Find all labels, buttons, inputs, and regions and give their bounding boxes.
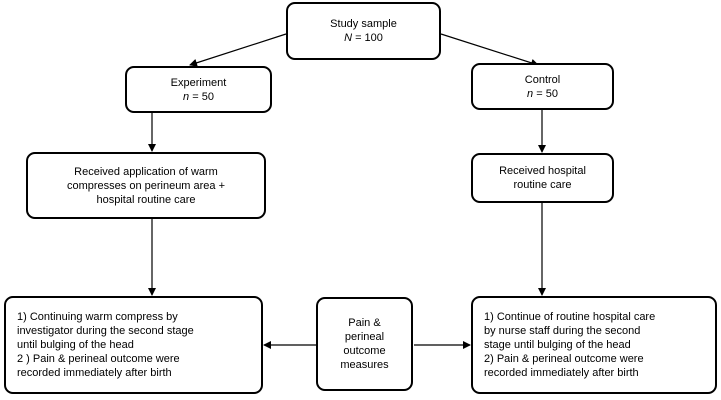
control-outcome-line: 1) Continue of routine hospital care xyxy=(484,311,656,323)
control-outcome-line: 2) Pain & perineal outcome were xyxy=(484,353,644,365)
experiment-group-count: n = 50 xyxy=(183,90,214,103)
experiment-outcome-line: until bulging of the head xyxy=(17,339,134,351)
control-outcome-line: stage until bulging of the head xyxy=(484,339,631,351)
experiment-outcome-box: 1) Continuing warm compress by investiga… xyxy=(4,296,263,394)
pain-outcome-measures-box: Pain & perineal outcome measures xyxy=(316,297,413,391)
experiment-group-title: Experiment xyxy=(170,76,227,89)
control-group-count: n = 50 xyxy=(527,87,558,100)
experiment-outcome-line: 2 ) Pain & perineal outcome were xyxy=(17,353,180,365)
arrow-sample-to-control xyxy=(440,33,539,67)
control-outcome-line: by nurse staff during the second xyxy=(484,325,641,337)
control-group-title: Control xyxy=(524,73,561,86)
arrow-sample-to-experiment xyxy=(189,33,287,67)
experiment-intervention-line: Received application of warm xyxy=(74,165,218,178)
control-outcome-line: recorded immediately after birth xyxy=(484,367,639,379)
study-sample-title: Study sample xyxy=(330,18,397,30)
control-group-box: Control n = 50 xyxy=(471,63,614,110)
measures-line: outcome xyxy=(343,345,386,357)
study-sample-box: Study sample N = 100 xyxy=(286,2,441,60)
control-intervention-line: Received hospital xyxy=(499,165,586,177)
measures-line: measures xyxy=(340,359,389,371)
control-outcome-box: 1) Continue of routine hospital care by … xyxy=(471,296,717,394)
experiment-intervention-line: hospital routine care xyxy=(96,193,196,206)
measures-line: Pain & xyxy=(348,317,381,329)
experiment-group-box: Experiment n = 50 xyxy=(125,66,272,113)
experiment-intervention-box: Received application of warm compresses … xyxy=(26,152,266,219)
measures-line: perineal xyxy=(344,331,385,343)
experiment-outcome-line: 1) Continuing warm compress by xyxy=(17,311,178,323)
study-sample-count: N = 100 xyxy=(344,32,383,44)
control-intervention-line: routine care xyxy=(513,179,572,191)
control-intervention-box: Received hospital routine care xyxy=(471,153,614,203)
experiment-intervention-line: compresses on perineum area + xyxy=(66,179,226,192)
experiment-outcome-line: investigator during the second stage xyxy=(17,325,194,337)
experiment-outcome-line: recorded immediately after birth xyxy=(17,367,172,379)
